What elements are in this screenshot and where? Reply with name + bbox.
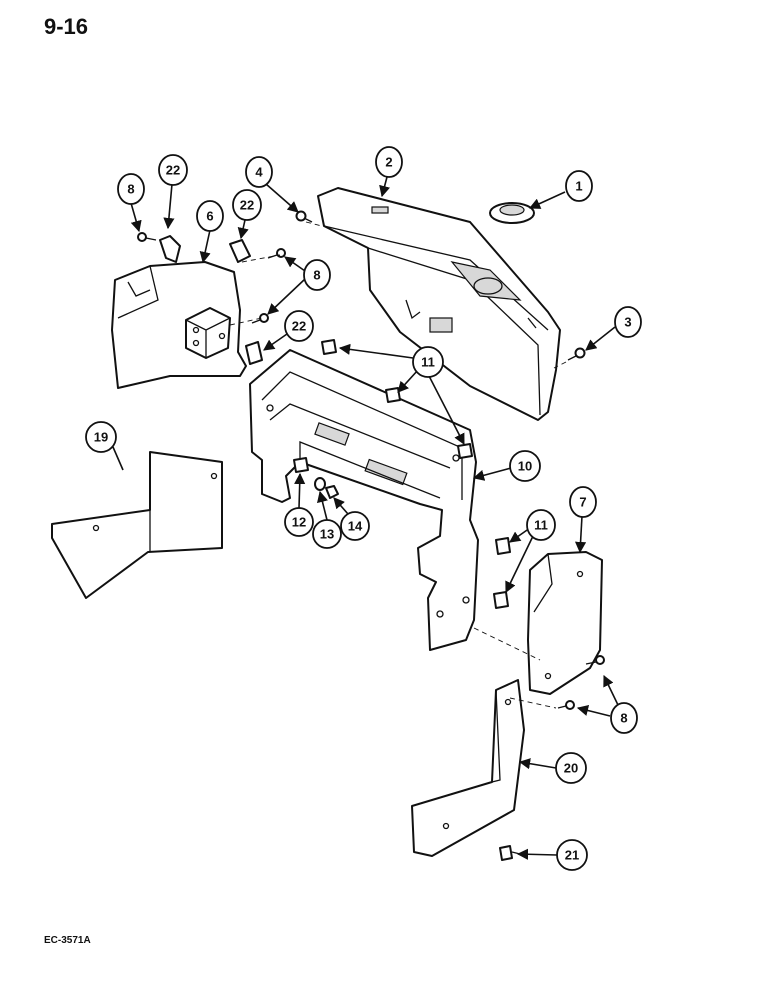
callout-8a-label: 8: [127, 182, 134, 197]
callout-7: 7: [569, 486, 597, 518]
part-1-grommet: [489, 202, 535, 224]
part-8-screw-e: [557, 700, 575, 710]
callout-11b-label: 11: [534, 518, 548, 533]
part-11-nut-a: [321, 339, 337, 355]
page-number: 9-16: [44, 14, 89, 39]
callout-10-label: 10: [518, 459, 532, 474]
callout-7-label: 7: [579, 495, 586, 510]
part-11-nut-b: [385, 387, 401, 403]
part-2-console-cover: [317, 187, 561, 421]
part-8-screw-a: [137, 232, 157, 242]
callout-14: 14: [340, 511, 370, 541]
figure-code: EC-3571A: [44, 935, 91, 946]
part-11-nut-d: [495, 537, 511, 555]
callout-12-label: 12: [292, 515, 306, 530]
callout-11-lower: 11: [526, 509, 556, 541]
callout-14-label: 14: [348, 519, 363, 534]
callout-4-label: 4: [255, 165, 263, 180]
callout-4: 4: [245, 156, 273, 188]
part-3-screw: [567, 347, 586, 361]
callout-13-label: 13: [320, 527, 334, 542]
callout-21-label: 21: [565, 848, 579, 863]
callout-6: 6: [196, 200, 224, 232]
part-22-clip-c: [245, 341, 263, 365]
callout-21: 21: [556, 839, 588, 871]
part-21-bolt: [499, 845, 521, 861]
part-12-bolt: [293, 457, 309, 473]
part-22-clip-a: [159, 235, 181, 263]
callout-20: 20: [555, 752, 587, 784]
callout-11-upper: 11: [412, 346, 444, 378]
part-11-nut-c: [457, 443, 473, 459]
callout-3: 3: [614, 306, 642, 338]
callout-22-lower: 22: [284, 310, 314, 342]
callout-19-label: 19: [94, 430, 108, 445]
part-10-support-frame: [249, 349, 479, 651]
alignment-lines: [229, 221, 567, 709]
callout-22a-label: 22: [166, 163, 180, 178]
callout-8-lower-right: 8: [610, 702, 638, 734]
callout-3-label: 3: [624, 315, 631, 330]
callout-8b-label: 8: [313, 268, 320, 283]
callout-12: 12: [284, 507, 314, 537]
callout-8-upper-left: 8: [117, 173, 145, 205]
callout-6-label: 6: [206, 209, 213, 224]
callout-8c-label: 8: [620, 711, 627, 726]
callout-13: 13: [312, 519, 342, 549]
part-11-nut-e: [493, 591, 509, 609]
callout-22-mid: 22: [232, 189, 262, 221]
part-20-right-panel: [411, 679, 525, 857]
callout-1: 1: [565, 170, 593, 202]
callout-22-left: 22: [158, 154, 188, 186]
callout-11a-label: 11: [421, 355, 435, 370]
callout-20-label: 20: [564, 761, 578, 776]
callout-2: 2: [375, 146, 403, 178]
callout-22c-label: 22: [292, 319, 306, 334]
callout-2-label: 2: [385, 155, 392, 170]
part-19-left-panel: [51, 451, 223, 599]
callout-8-upper-mid: 8: [303, 259, 331, 291]
part-8-screw-d: [585, 655, 605, 665]
part-13-washer: [314, 477, 326, 491]
leader-lines: [112, 176, 619, 860]
part-6-left-shield: [111, 261, 247, 389]
callout-1-label: 1: [575, 179, 582, 194]
part-14-nut: [325, 485, 339, 499]
part-4-screw: [295, 210, 313, 223]
part-22-clip-b: [229, 239, 251, 263]
part-7-right-shield: [527, 551, 603, 695]
callout-22b-label: 22: [240, 198, 254, 213]
callout-10: 10: [509, 450, 541, 482]
callout-19: 19: [85, 421, 117, 453]
